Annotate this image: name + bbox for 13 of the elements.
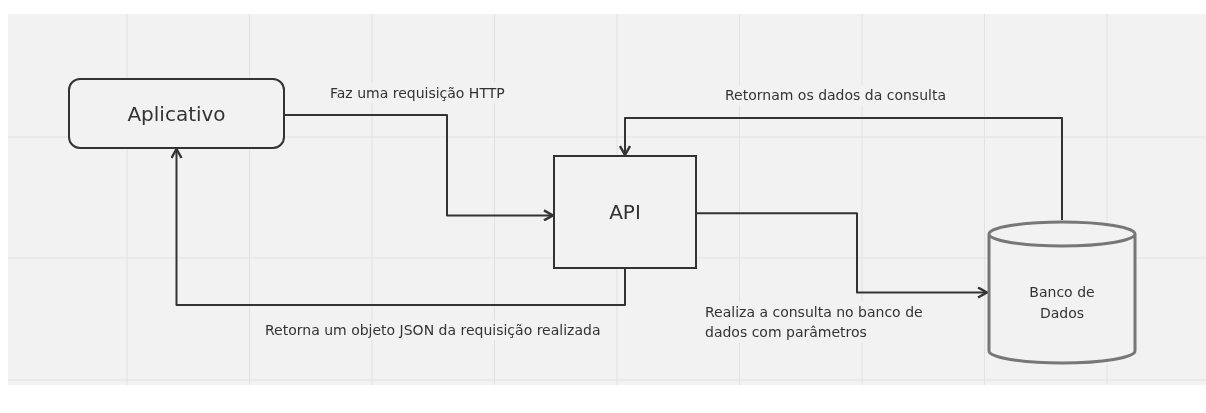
arrow [170,147,626,306]
app-box [68,78,285,149]
arrow [284,113,555,222]
node-label: API [608,199,642,226]
node-label: Aplicativo [126,100,227,128]
edge-label: Retornam os dados da consulta [725,85,946,106]
edge-label: Faz uma requisição HTTP [330,83,505,104]
database-cylinder [987,220,1137,365]
edge-label: Retorna um objeto JSON da requisição realizada [265,320,601,341]
arrow [696,212,989,299]
arrow [618,117,1063,221]
node-label: Banco de Dados [1028,282,1096,323]
api-box [553,155,697,269]
